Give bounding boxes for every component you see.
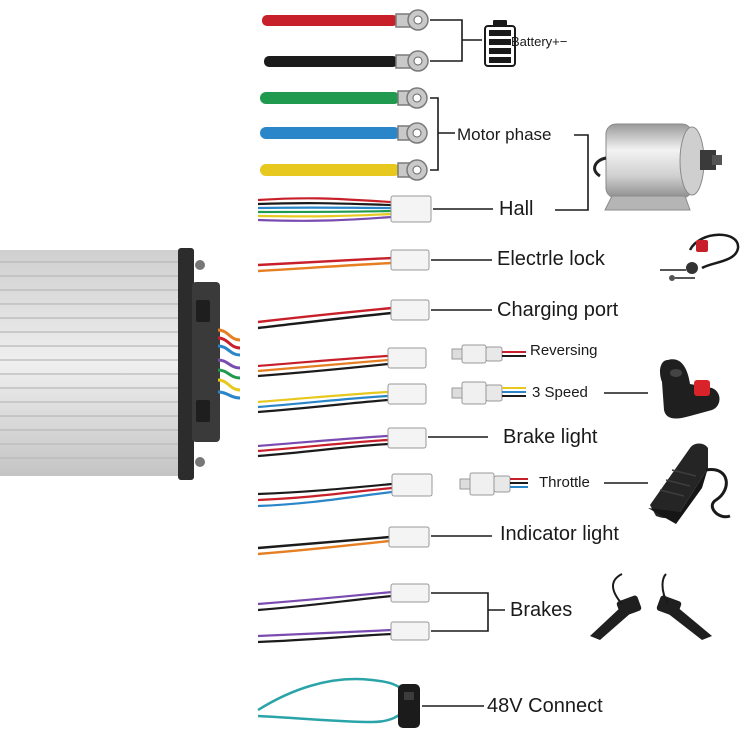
- motor-phase-bracket: [430, 97, 455, 171]
- reversing-connector: [387, 347, 427, 369]
- label-48v-connect: 48V Connect: [487, 695, 603, 717]
- electric-lock-connector: [390, 249, 430, 271]
- motor-icon: [593, 123, 722, 211]
- three-speed-harness: [257, 390, 389, 414]
- label-indicator-light: Indicator light: [500, 523, 619, 545]
- battery-icon: [484, 20, 516, 67]
- indicator-light-connector: [388, 526, 430, 548]
- indicator-light-harness: [257, 535, 391, 556]
- reversing-plug: [451, 344, 526, 364]
- throttle-pedal-icon: [648, 443, 731, 524]
- three-speed-connector: [387, 383, 427, 405]
- speed-switch-icon: [660, 359, 720, 419]
- label-battery: Battery+−: [511, 34, 568, 49]
- battery-bracket: [430, 19, 482, 62]
- hall-harness: [257, 197, 393, 222]
- motor-phase-wires: [260, 87, 428, 181]
- electric-lock-harness: [257, 256, 393, 273]
- key-lock-icon: [660, 233, 740, 281]
- brake-light-harness: [257, 434, 389, 458]
- label-throttle: Throttle: [539, 474, 590, 491]
- label-motor-phase: Motor phase: [457, 125, 552, 144]
- controller-box: [0, 248, 241, 480]
- label-hall: Hall: [499, 198, 534, 220]
- throttle-plug: [459, 472, 528, 496]
- label-charging-port: Charging port: [497, 299, 619, 321]
- reversing-harness: [257, 354, 389, 378]
- label-brake-light: Brake light: [503, 426, 598, 448]
- charging-port-connector: [390, 299, 430, 321]
- throttle-connector: [391, 473, 433, 497]
- brake-connector-2: [390, 621, 430, 641]
- label-electric-lock: Electrle lock: [497, 248, 605, 270]
- hall-connector: [390, 195, 432, 223]
- label-brakes: Brakes: [510, 599, 573, 621]
- connect-48v-loop: [257, 677, 420, 728]
- charging-port-harness: [257, 306, 393, 330]
- label-three-speed: 3 Speed: [532, 384, 588, 401]
- battery-wires: [262, 9, 429, 72]
- three-speed-plug: [451, 381, 526, 405]
- brakes-harness: [257, 590, 393, 644]
- label-reversing: Reversing: [530, 342, 598, 359]
- brake-light-connector: [387, 427, 427, 449]
- brake-levers-icon: [590, 573, 712, 640]
- brake-connector-1: [390, 583, 430, 603]
- brakes-bracket: [431, 592, 505, 632]
- throttle-harness: [257, 482, 393, 508]
- motor-connector-line: [555, 134, 589, 211]
